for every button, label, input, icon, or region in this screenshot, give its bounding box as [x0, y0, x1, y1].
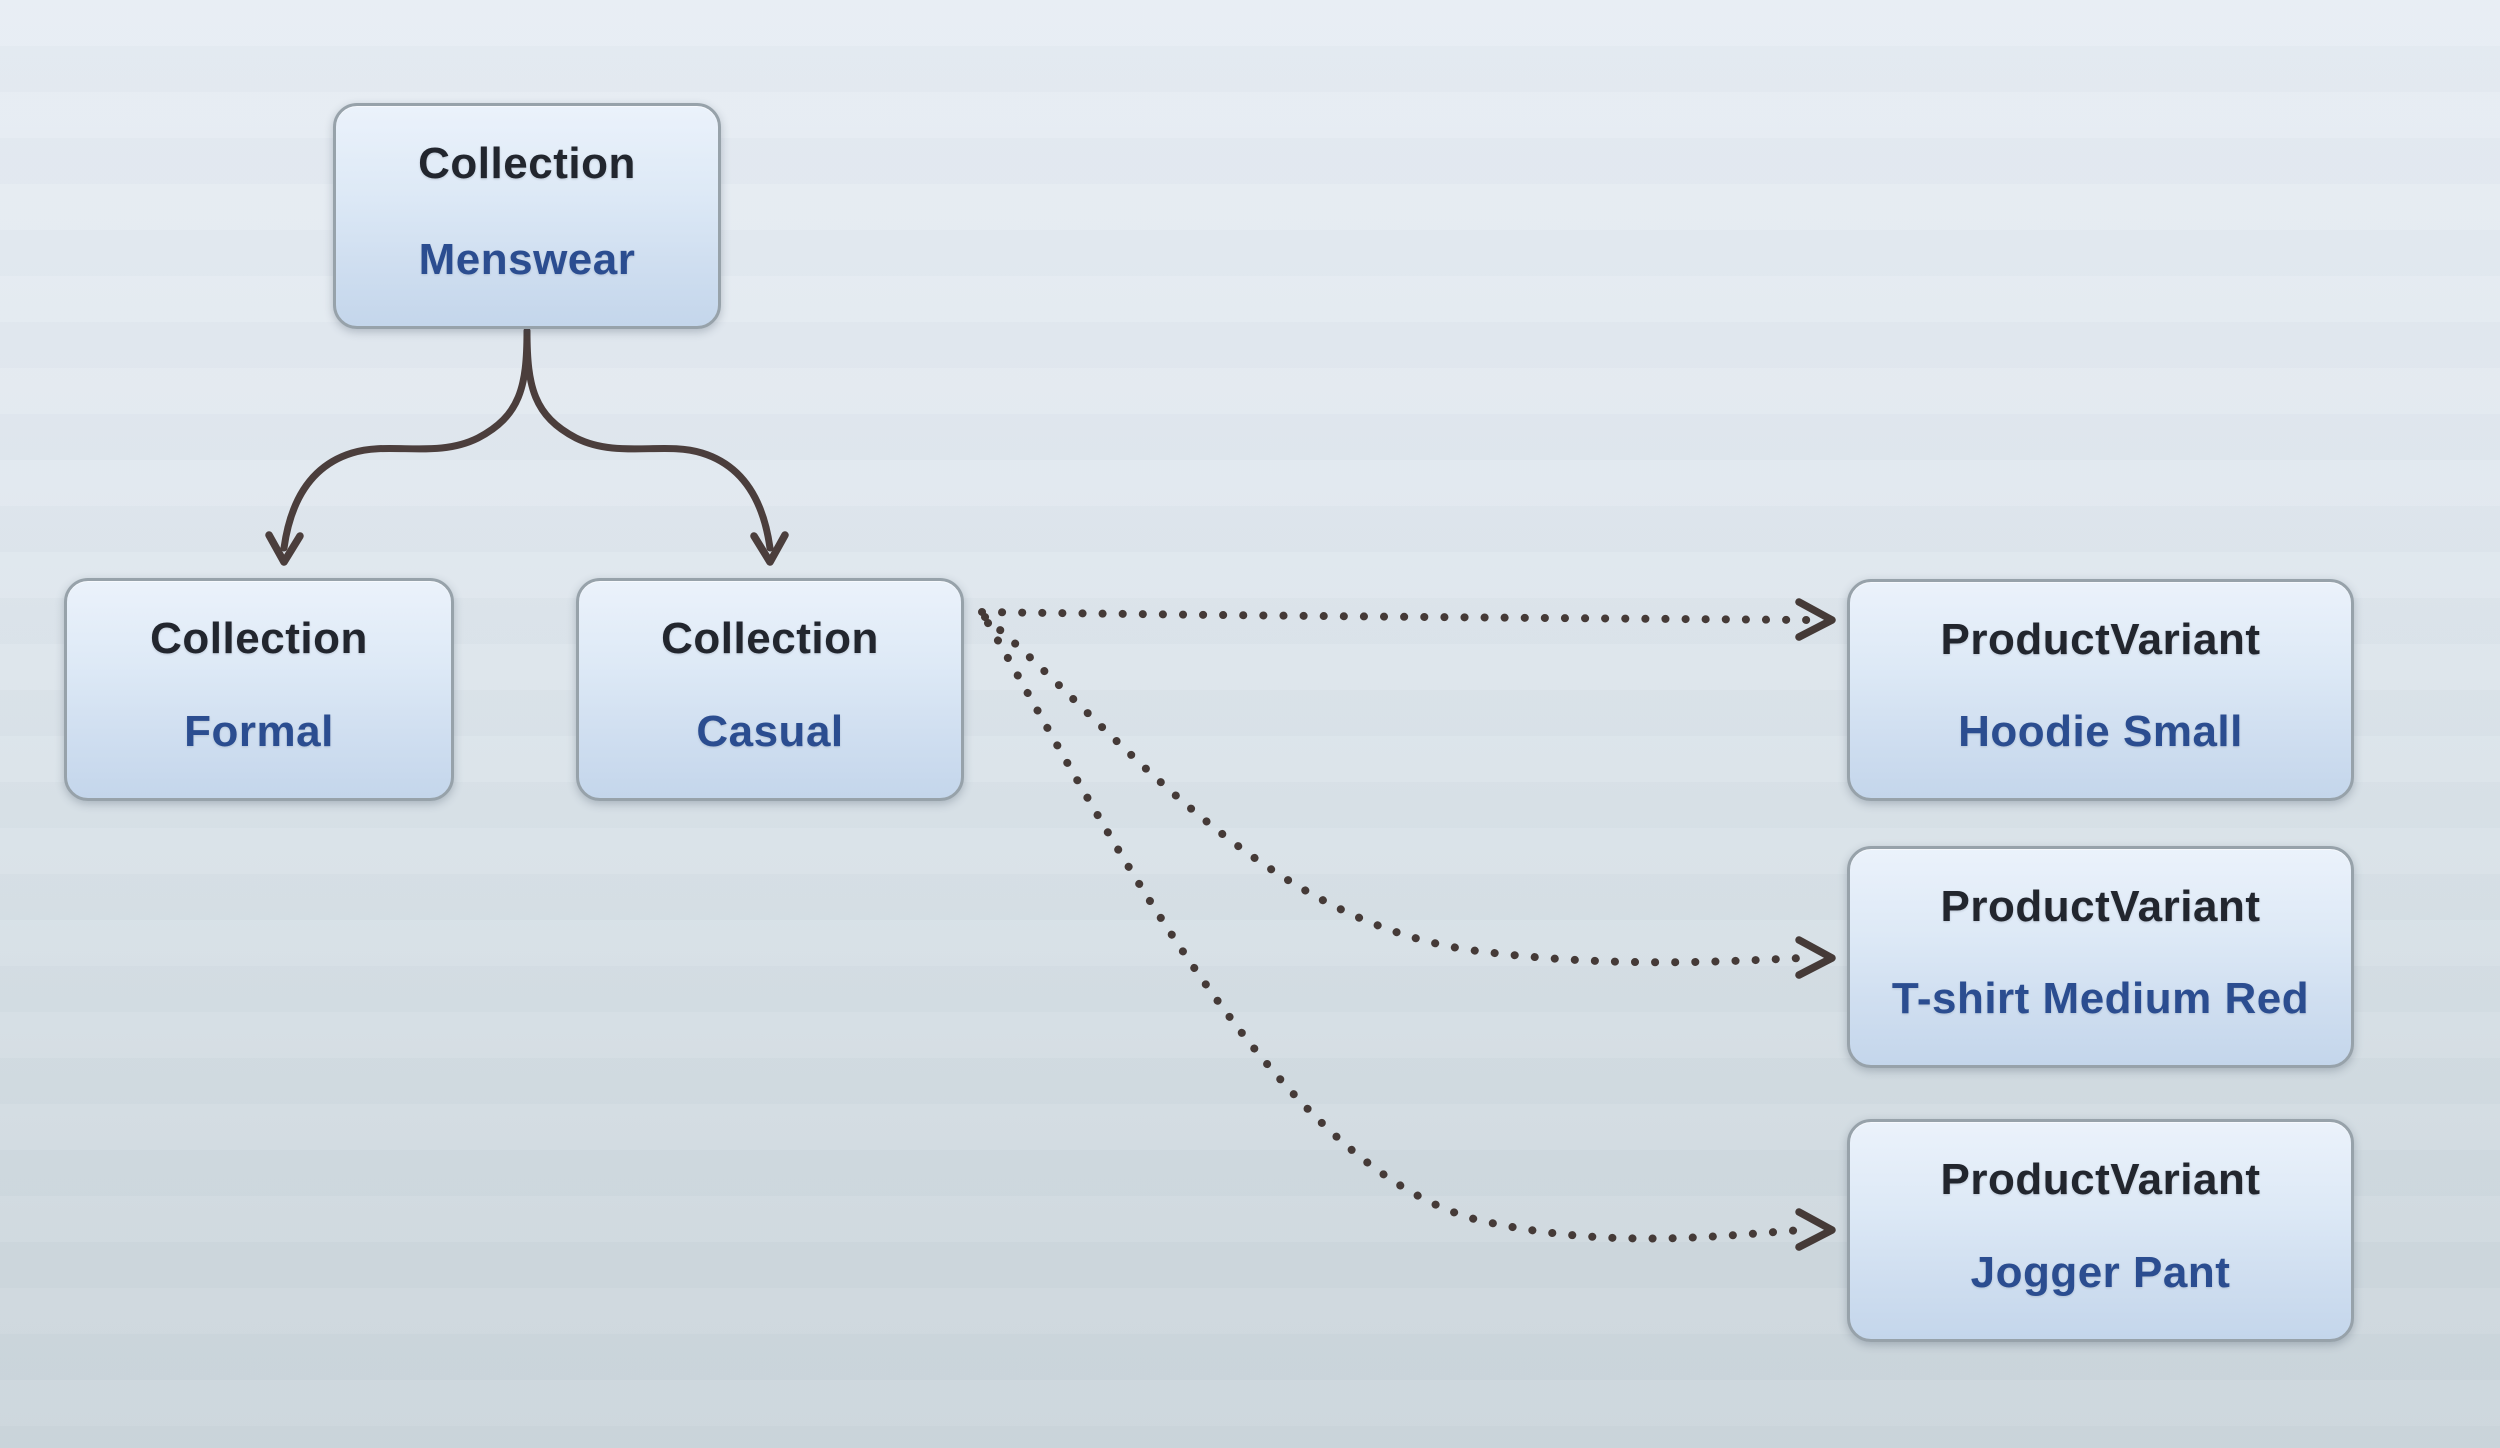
solid-edges-group	[265, 327, 789, 566]
node-collection-casual: Collection Casual	[576, 578, 964, 801]
edge-casual-tshirt-arrowhead	[1795, 936, 1836, 979]
node-name-label: T-shirt Medium Red	[1891, 974, 2310, 1023]
edge-menswear-casual-arrowhead	[750, 531, 789, 566]
node-type-label: ProductVariant	[1940, 615, 2261, 664]
node-name-label: Jogger Pant	[1970, 1248, 2231, 1297]
node-collection-formal: Collection Formal	[64, 578, 454, 801]
edge-casual-hoodie-arrowhead	[1795, 598, 1836, 641]
node-type-label: Collection	[661, 614, 879, 663]
node-collection-menswear: Collection Menswear	[333, 103, 721, 329]
edge-casual-jogger	[984, 619, 1806, 1243]
node-name-label: Formal	[184, 707, 334, 756]
node-productvariant-jogger-pant: ProductVariant Jogger Pant	[1847, 1119, 2354, 1342]
edge-menswear-formal-arrowhead	[265, 531, 304, 566]
node-type-label: ProductVariant	[1940, 882, 2261, 931]
edge-casual-jogger-arrowhead	[1795, 1208, 1836, 1251]
node-name-label: Hoodie Small	[1958, 707, 2243, 756]
node-productvariant-tshirt-medium-red: ProductVariant T-shirt Medium Red	[1847, 846, 2354, 1068]
node-type-label: ProductVariant	[1940, 1155, 2261, 1204]
edge-casual-hoodie	[978, 608, 1812, 624]
edge-menswear-formal	[280, 327, 531, 552]
dotted-edges-group	[978, 598, 1836, 1251]
node-type-label: Collection	[418, 139, 636, 188]
node-type-label: Collection	[150, 614, 368, 663]
node-productvariant-hoodie-small: ProductVariant Hoodie Small	[1847, 579, 2354, 801]
node-name-label: Menswear	[418, 235, 636, 284]
edge-casual-tshirt	[981, 613, 1806, 967]
node-name-label: Casual	[696, 707, 844, 756]
edge-menswear-casual	[523, 327, 774, 552]
